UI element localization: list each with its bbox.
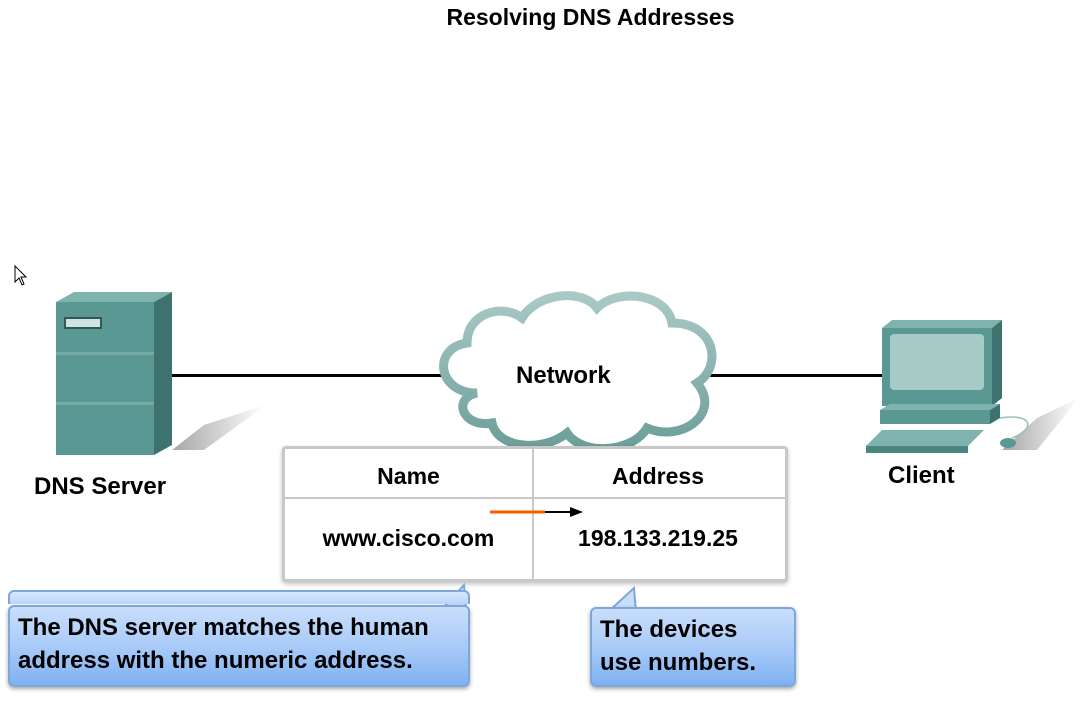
ip-address-cell: 198.133.219.25 [578,525,738,551]
table-column-divider [532,449,534,579]
dns-server-callout: The DNS server matches the human address… [8,605,470,687]
network-client-link [710,374,885,377]
callout-line: use numbers. [600,649,757,676]
name-column-header: Name [377,463,440,489]
table-header-divider [285,497,785,499]
mouse-cursor-icon [14,265,28,286]
right-callout-tail [606,586,638,612]
callout-line: The devices [600,616,738,643]
diagram-title: Resolving DNS Addresses [446,4,735,30]
address-column-header: Address [611,463,705,489]
devices-callout: The devices use numbers. [590,607,796,687]
dns-server-icon [56,292,266,455]
hostname-cell: www.cisco.com [322,525,495,551]
dns-lookup-table: Name Address www.cisco.com 198.133.219.2… [282,446,788,582]
client-computer-icon [866,320,1079,453]
left-callout-top-strip [8,590,470,604]
client-label: Client [888,462,955,489]
callout-line: address with the numeric address. [18,647,413,674]
dns-server-label: DNS Server [34,473,167,500]
callout-line: The DNS server matches the human [18,614,429,641]
server-network-link [172,374,442,377]
mapping-arrow-icon [490,507,583,517]
network-cloud-icon [439,291,717,454]
network-label: Network [516,362,611,389]
